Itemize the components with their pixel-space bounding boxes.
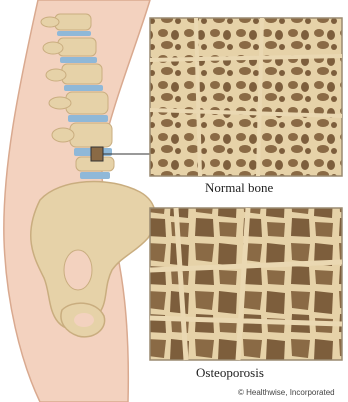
normal-bone-label: Normal bone — [205, 180, 273, 196]
copyright-credit: © Healthwise, Incorporated — [238, 388, 335, 397]
normal-bone-panel — [150, 18, 342, 176]
osteoporosis-panel — [150, 208, 342, 360]
callout — [91, 147, 150, 161]
osteoporosis-label: Osteoporosis — [196, 365, 264, 381]
